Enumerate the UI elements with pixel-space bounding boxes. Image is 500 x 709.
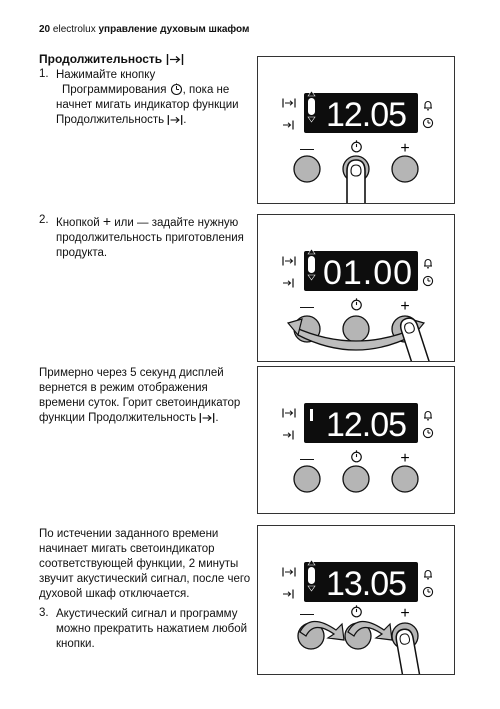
page-header: 20 electrolux управление духовым шкафом [39, 24, 249, 35]
step-number: 3. [39, 607, 49, 619]
minus-label: — [300, 605, 314, 621]
control-panel-4: 13.05 — + [257, 525, 455, 675]
bell-icon [423, 410, 433, 421]
clock-icon [422, 275, 434, 287]
bell-icon [423, 100, 433, 111]
flashing-indicator [308, 98, 315, 115]
minus-icon: — [137, 217, 149, 229]
end-time-indicator-icon [282, 120, 294, 130]
plus-label: + [400, 605, 409, 622]
end-time-indicator-icon [282, 430, 294, 440]
step-number: 1. [39, 68, 49, 80]
duration-indicator-icon [282, 567, 296, 577]
duration-icon [200, 413, 215, 423]
page-number: 20 [39, 24, 51, 35]
clock-icon [351, 140, 362, 153]
step2-text: Кнопкой + или — задайте нужную продолжит… [56, 213, 244, 260]
step1-text: Нажимайте кнопку Программирования , пока… [56, 69, 239, 126]
finger-press-icon [397, 315, 432, 361]
step3-text: Акустический сигнал и программу можно пр… [56, 608, 248, 650]
minus-button[interactable] [293, 155, 321, 183]
chapter-title: управление духовым шкафом [98, 24, 250, 35]
clock-icon [422, 586, 434, 598]
clock-icon [351, 298, 362, 311]
plus-button[interactable] [391, 465, 419, 493]
display-screen [304, 93, 418, 133]
program-button[interactable] [342, 465, 370, 493]
minus-label: — [300, 140, 314, 156]
display-time: 13.05 [326, 565, 406, 603]
end-time-indicator-icon [282, 278, 294, 288]
minus-button[interactable] [293, 465, 321, 493]
plus-label: + [400, 298, 409, 315]
clock-icon [170, 83, 182, 96]
arrow-icon [347, 620, 393, 641]
duration-indicator-icon [282, 256, 296, 266]
control-panel-2: 01.00 — + [257, 214, 455, 362]
brand-name: electrolux [52, 24, 96, 35]
display-time: 01.00 [323, 254, 413, 292]
display-screen [304, 251, 418, 291]
control-panel-3: 12.05 — + [257, 366, 455, 514]
duration-icon [166, 54, 183, 66]
section-title-text: Продолжительность [39, 52, 163, 66]
duration-icon [168, 115, 183, 125]
plus-label: + [400, 140, 409, 157]
arrow-icon [299, 620, 345, 641]
display-time: 12.05 [326, 406, 406, 444]
clock-icon [351, 450, 362, 463]
minus-label: — [300, 450, 314, 466]
plus-button[interactable] [391, 155, 419, 183]
flashing-indicator [308, 567, 315, 584]
step-number: 2. [39, 214, 49, 226]
display-screen [304, 562, 418, 602]
display-time: 12.05 [326, 96, 406, 134]
finger-press-icon [346, 159, 366, 203]
clock-icon [351, 605, 362, 618]
time-end-text: По истечении заданного времени начинает … [39, 528, 251, 600]
steady-indicator [310, 409, 313, 421]
bell-icon [423, 258, 433, 269]
duration-indicator-icon [282, 98, 296, 108]
bell-icon [423, 569, 433, 580]
control-panel-1: 12.05 — + [257, 56, 455, 204]
plus-label: + [400, 450, 409, 467]
plus-icon: + [102, 213, 112, 229]
clock-icon [422, 117, 434, 129]
clock-icon [422, 427, 434, 439]
end-time-indicator-icon [282, 589, 294, 599]
program-button[interactable] [342, 315, 370, 343]
display-screen [304, 403, 418, 443]
duration-indicator-icon [282, 408, 296, 418]
display-return-text: Примерно через 5 секунд дисплей вернется… [39, 367, 241, 424]
flashing-indicator [308, 256, 315, 273]
section-title: Продолжительность [39, 52, 184, 66]
minus-label: — [300, 298, 314, 314]
